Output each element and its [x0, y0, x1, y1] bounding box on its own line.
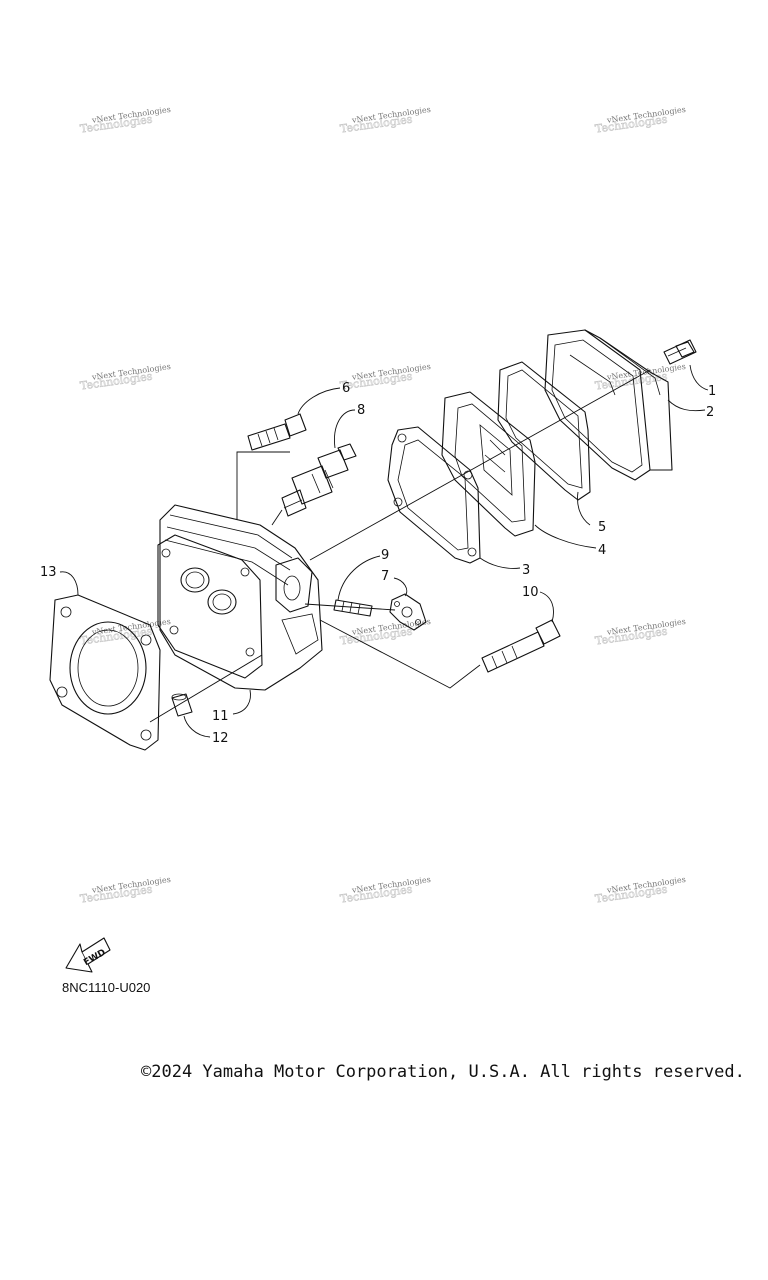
stud-bolt: [333, 599, 373, 617]
cylinder-head: [157, 504, 323, 691]
cylinder-gasket: [49, 594, 161, 751]
callout-11: 11: [212, 709, 229, 724]
callout-1: 1: [708, 384, 716, 399]
breather-plate: [441, 391, 536, 537]
valve-cover-gasket: [387, 426, 481, 564]
rocker-cover: [544, 329, 673, 481]
head-bolt-short: [247, 413, 307, 451]
callout-labels: 1 2 3 4 5 6 7 8 9 10 11 12 13: [40, 381, 716, 746]
copyright-notice: ©2024 Yamaha Motor Corporation, U.S.A. A…: [141, 1062, 745, 1082]
fwd-arrow-icon: FWD: [65, 937, 111, 973]
dowel-pin: [171, 693, 193, 717]
callout-3: 3: [522, 563, 530, 578]
callout-10: 10: [522, 585, 539, 600]
callout-leaders: [59, 364, 709, 738]
head-bolt-long: [481, 619, 561, 673]
diagram-code: 8NC1110-U020: [62, 980, 151, 995]
assembly-lines: [149, 369, 651, 723]
callout-13: 13: [40, 565, 57, 580]
callout-4: 4: [598, 543, 606, 558]
callout-9: 9: [381, 548, 389, 563]
callout-5: 5: [598, 520, 606, 535]
callout-7: 7: [381, 569, 389, 584]
cover-bolt: [663, 339, 697, 365]
callout-12: 12: [212, 731, 229, 746]
fwd-label: FWD: [82, 948, 107, 968]
callout-8: 8: [357, 403, 365, 418]
callout-6: 6: [342, 381, 350, 396]
intake-gasket: [389, 593, 427, 631]
callout-2: 2: [706, 405, 714, 420]
spark-plug: [281, 443, 357, 517]
cover-gasket: [497, 361, 591, 501]
